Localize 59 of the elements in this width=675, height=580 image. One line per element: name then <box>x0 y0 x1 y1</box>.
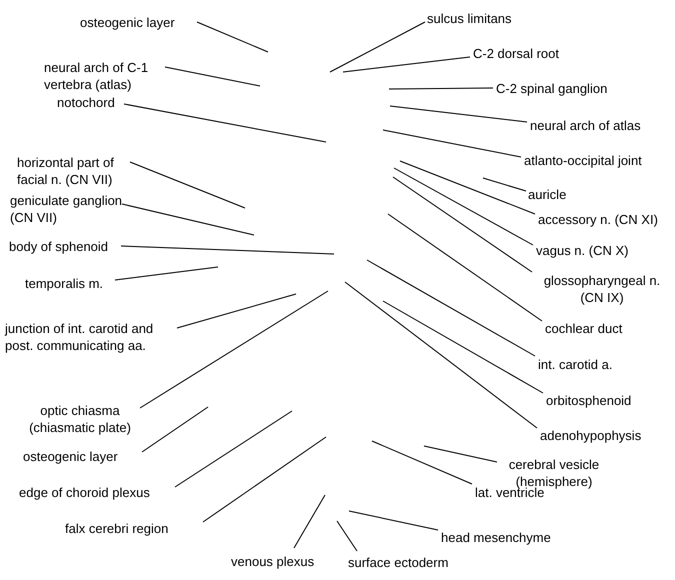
structure-label: body of sphenoid <box>9 238 108 255</box>
leader-line <box>424 446 498 462</box>
leader-line <box>388 88 494 90</box>
structure-label: neural arch of atlas <box>530 117 641 134</box>
structure-label: falx cerebri region <box>65 520 168 537</box>
leader-line <box>382 300 544 394</box>
leader-line <box>164 66 260 86</box>
structure-label: accessory n. (CN XI) <box>538 211 658 228</box>
structure-label: orbitosphenoid <box>546 392 632 409</box>
leader-line <box>330 22 426 72</box>
leader-line <box>344 282 538 428</box>
structure-label: cerebral vesicle (hemisphere) <box>508 456 600 489</box>
leader-line <box>348 510 438 530</box>
structure-label: neural arch of C-1 vertebra (atlas) <box>44 59 150 93</box>
structure-label: horizontal part of facial n. (CN VII) <box>17 154 115 188</box>
leader-line <box>400 160 536 214</box>
structure-label: int. carotid a. <box>538 356 612 373</box>
structure-label: temporalis m. <box>25 275 104 292</box>
structure-label: venous plexus <box>231 553 314 570</box>
structure-label: atlanto-occipital joint <box>524 152 642 169</box>
structure-label: optic chiasma (chiasmatic plate) <box>28 402 132 436</box>
structure-label: auricle <box>528 186 566 203</box>
structure-label: glossopharyngeal n. (CN IX) <box>542 272 662 306</box>
leader-line <box>388 214 542 322</box>
leader-line <box>366 260 536 356</box>
structure-label: head mesenchyme <box>441 529 551 546</box>
leader-line <box>174 410 292 488</box>
structure-label: C-2 dorsal root <box>473 45 559 62</box>
leader-line <box>336 520 358 552</box>
leader-line <box>120 246 334 254</box>
leader-line <box>130 162 246 208</box>
structure-label: osteogenic layer <box>80 14 175 31</box>
leader-line <box>140 290 328 408</box>
structure-label: notochord <box>57 94 115 111</box>
leader-line <box>342 56 470 72</box>
structure-label: surface ectoderm <box>348 554 448 571</box>
structure-label: adenohypophysis <box>540 427 642 444</box>
leader-line <box>124 104 326 142</box>
leader-line <box>294 494 326 548</box>
leader-line <box>372 440 472 484</box>
structure-label: cochlear duct <box>545 320 622 337</box>
leader-line <box>202 436 326 522</box>
structure-label: geniculate ganglion (CN VII) <box>10 192 124 226</box>
structure-label: C-2 spinal ganglion <box>496 80 608 97</box>
leader-line <box>142 406 208 452</box>
structure-label: vagus n. (CN X) <box>536 242 628 259</box>
structure-label: sulcus limitans <box>427 10 512 27</box>
leader-line <box>392 176 532 272</box>
structure-label: edge of choroid plexus <box>19 484 150 501</box>
leader-line <box>382 130 522 158</box>
leader-line <box>122 204 254 236</box>
leader-line <box>394 168 534 246</box>
leader-line <box>114 266 218 280</box>
leader-line <box>482 178 526 192</box>
leader-line <box>390 106 528 122</box>
leader-line <box>176 294 296 328</box>
structure-label: junction of int. carotid and post. communicating aa. <box>5 320 154 354</box>
leader-line <box>196 22 268 52</box>
structure-label: osteogenic layer <box>23 448 118 465</box>
